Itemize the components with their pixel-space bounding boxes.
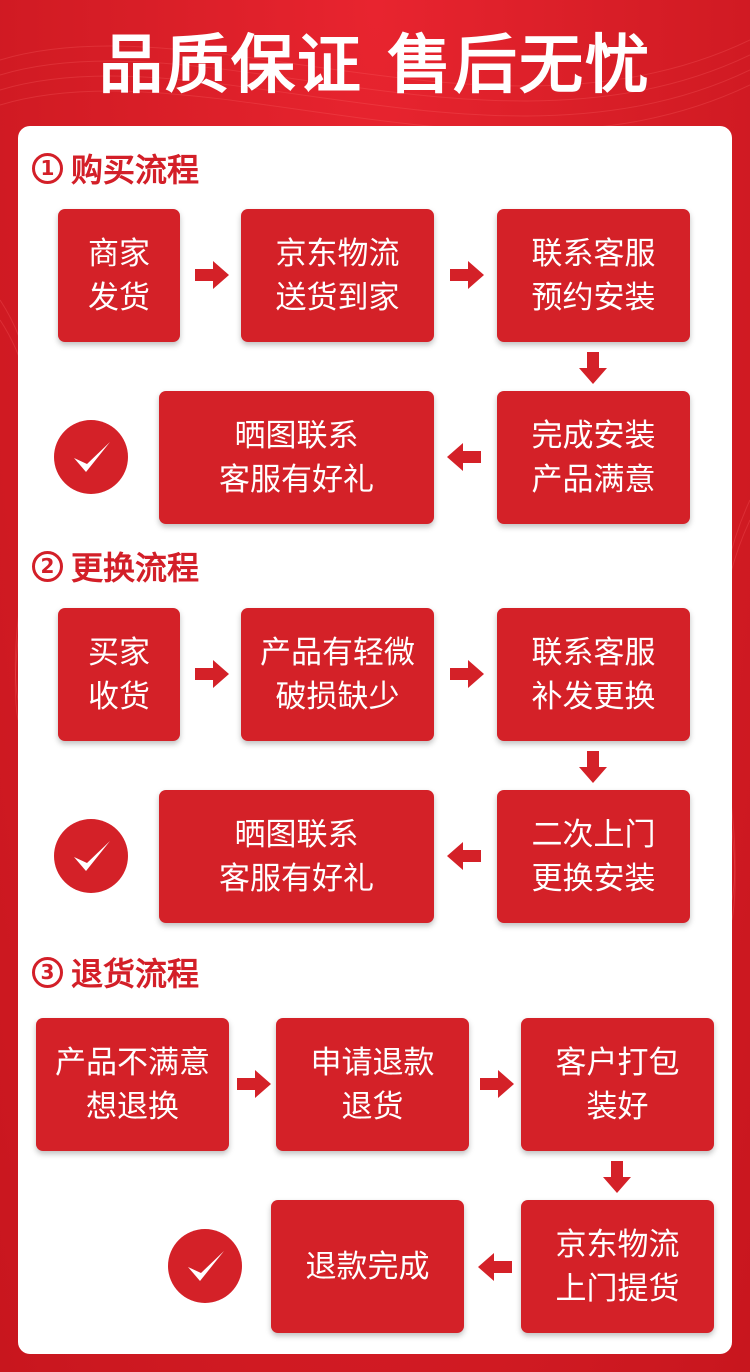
step-line: 想退换 <box>86 1088 179 1125</box>
step-line: 商家 <box>88 235 150 272</box>
step-line: 退货 <box>341 1088 404 1125</box>
section-title-text: 更换流程 <box>71 549 200 587</box>
step-merchant-ship: 商家 发货 <box>58 209 180 342</box>
arrow-down-icon <box>603 1161 631 1193</box>
step-line: 装好 <box>586 1088 649 1125</box>
step-jd-pickup: 京东物流 上门提货 <box>521 1200 714 1333</box>
step-jd-delivery: 京东物流 送货到家 <box>241 209 434 342</box>
step-line: 更换安装 <box>531 860 656 897</box>
step-line: 产品有轻微 <box>260 634 415 671</box>
checkmark-icon <box>54 819 128 893</box>
process-card: 1 购买流程 商家 发货 京东物流 送货到家 联系客服 预约安装 完成安装 产品… <box>18 126 732 1354</box>
arrow-right-icon <box>480 1070 514 1098</box>
step-second-visit: 二次上门 更换安装 <box>497 790 690 923</box>
step-line: 买家 <box>88 634 150 671</box>
checkmark-icon <box>168 1229 242 1303</box>
banner-title: 品质保证 售后无忧 <box>98 29 652 103</box>
step-line: 京东物流 <box>555 1226 680 1263</box>
arrow-down-icon <box>579 751 607 783</box>
step-install-done: 完成安装 产品满意 <box>497 391 690 524</box>
step-line: 联系客服 <box>531 634 656 671</box>
step-photo-gift: 晒图联系 客服有好礼 <box>159 391 434 524</box>
section-title-text: 购买流程 <box>71 151 200 189</box>
step-customer-pack: 客户打包 装好 <box>521 1018 714 1151</box>
step-line: 客户打包 <box>555 1044 680 1081</box>
arrow-down-icon <box>579 352 607 384</box>
step-line: 补发更换 <box>531 678 656 715</box>
arrow-right-icon <box>450 660 484 688</box>
step-line: 客服有好礼 <box>219 860 374 897</box>
step-line: 产品不满意 <box>55 1044 210 1081</box>
step-line: 送货到家 <box>275 279 400 316</box>
arrow-right-icon <box>195 261 229 289</box>
section-number: 1 <box>32 152 63 184</box>
step-line: 申请退款 <box>310 1044 435 1081</box>
section-title-exchange: 2 更换流程 <box>32 546 200 587</box>
step-line: 破损缺少 <box>275 678 400 715</box>
step-line: 京东物流 <box>275 235 400 272</box>
step-line: 收货 <box>88 678 150 715</box>
section-title-return: 3 退货流程 <box>32 952 200 993</box>
arrow-left-icon <box>478 1253 512 1281</box>
step-line: 退款完成 <box>305 1248 430 1285</box>
step-contact-replace: 联系客服 补发更换 <box>497 608 690 741</box>
step-line: 晒图联系 <box>234 816 359 853</box>
arrow-right-icon <box>195 660 229 688</box>
step-line: 联系客服 <box>531 235 656 272</box>
step-not-satisfied: 产品不满意 想退换 <box>36 1018 229 1151</box>
arrow-right-icon <box>237 1070 271 1098</box>
step-line: 客服有好礼 <box>219 461 374 498</box>
step-refund-complete: 退款完成 <box>271 1200 464 1333</box>
section-title-text: 退货流程 <box>71 955 200 993</box>
step-line: 上门提货 <box>555 1270 680 1307</box>
checkmark-icon <box>54 420 128 494</box>
arrow-left-icon <box>447 842 481 870</box>
step-photo-gift: 晒图联系 客服有好礼 <box>159 790 434 923</box>
step-line: 发货 <box>88 279 150 316</box>
section-number: 2 <box>32 550 63 582</box>
step-contact-install: 联系客服 预约安装 <box>497 209 690 342</box>
arrow-right-icon <box>450 261 484 289</box>
step-line: 晒图联系 <box>234 417 359 454</box>
step-line: 二次上门 <box>531 816 656 853</box>
step-minor-damage: 产品有轻微 破损缺少 <box>241 608 434 741</box>
step-line: 产品满意 <box>531 461 656 498</box>
step-line: 完成安装 <box>531 417 656 454</box>
step-line: 预约安装 <box>531 279 656 316</box>
step-apply-refund: 申请退款 退货 <box>276 1018 469 1151</box>
arrow-left-icon <box>447 443 481 471</box>
section-number: 3 <box>32 956 63 988</box>
section-title-purchase: 1 购买流程 <box>32 148 200 189</box>
step-buyer-receive: 买家 收货 <box>58 608 180 741</box>
